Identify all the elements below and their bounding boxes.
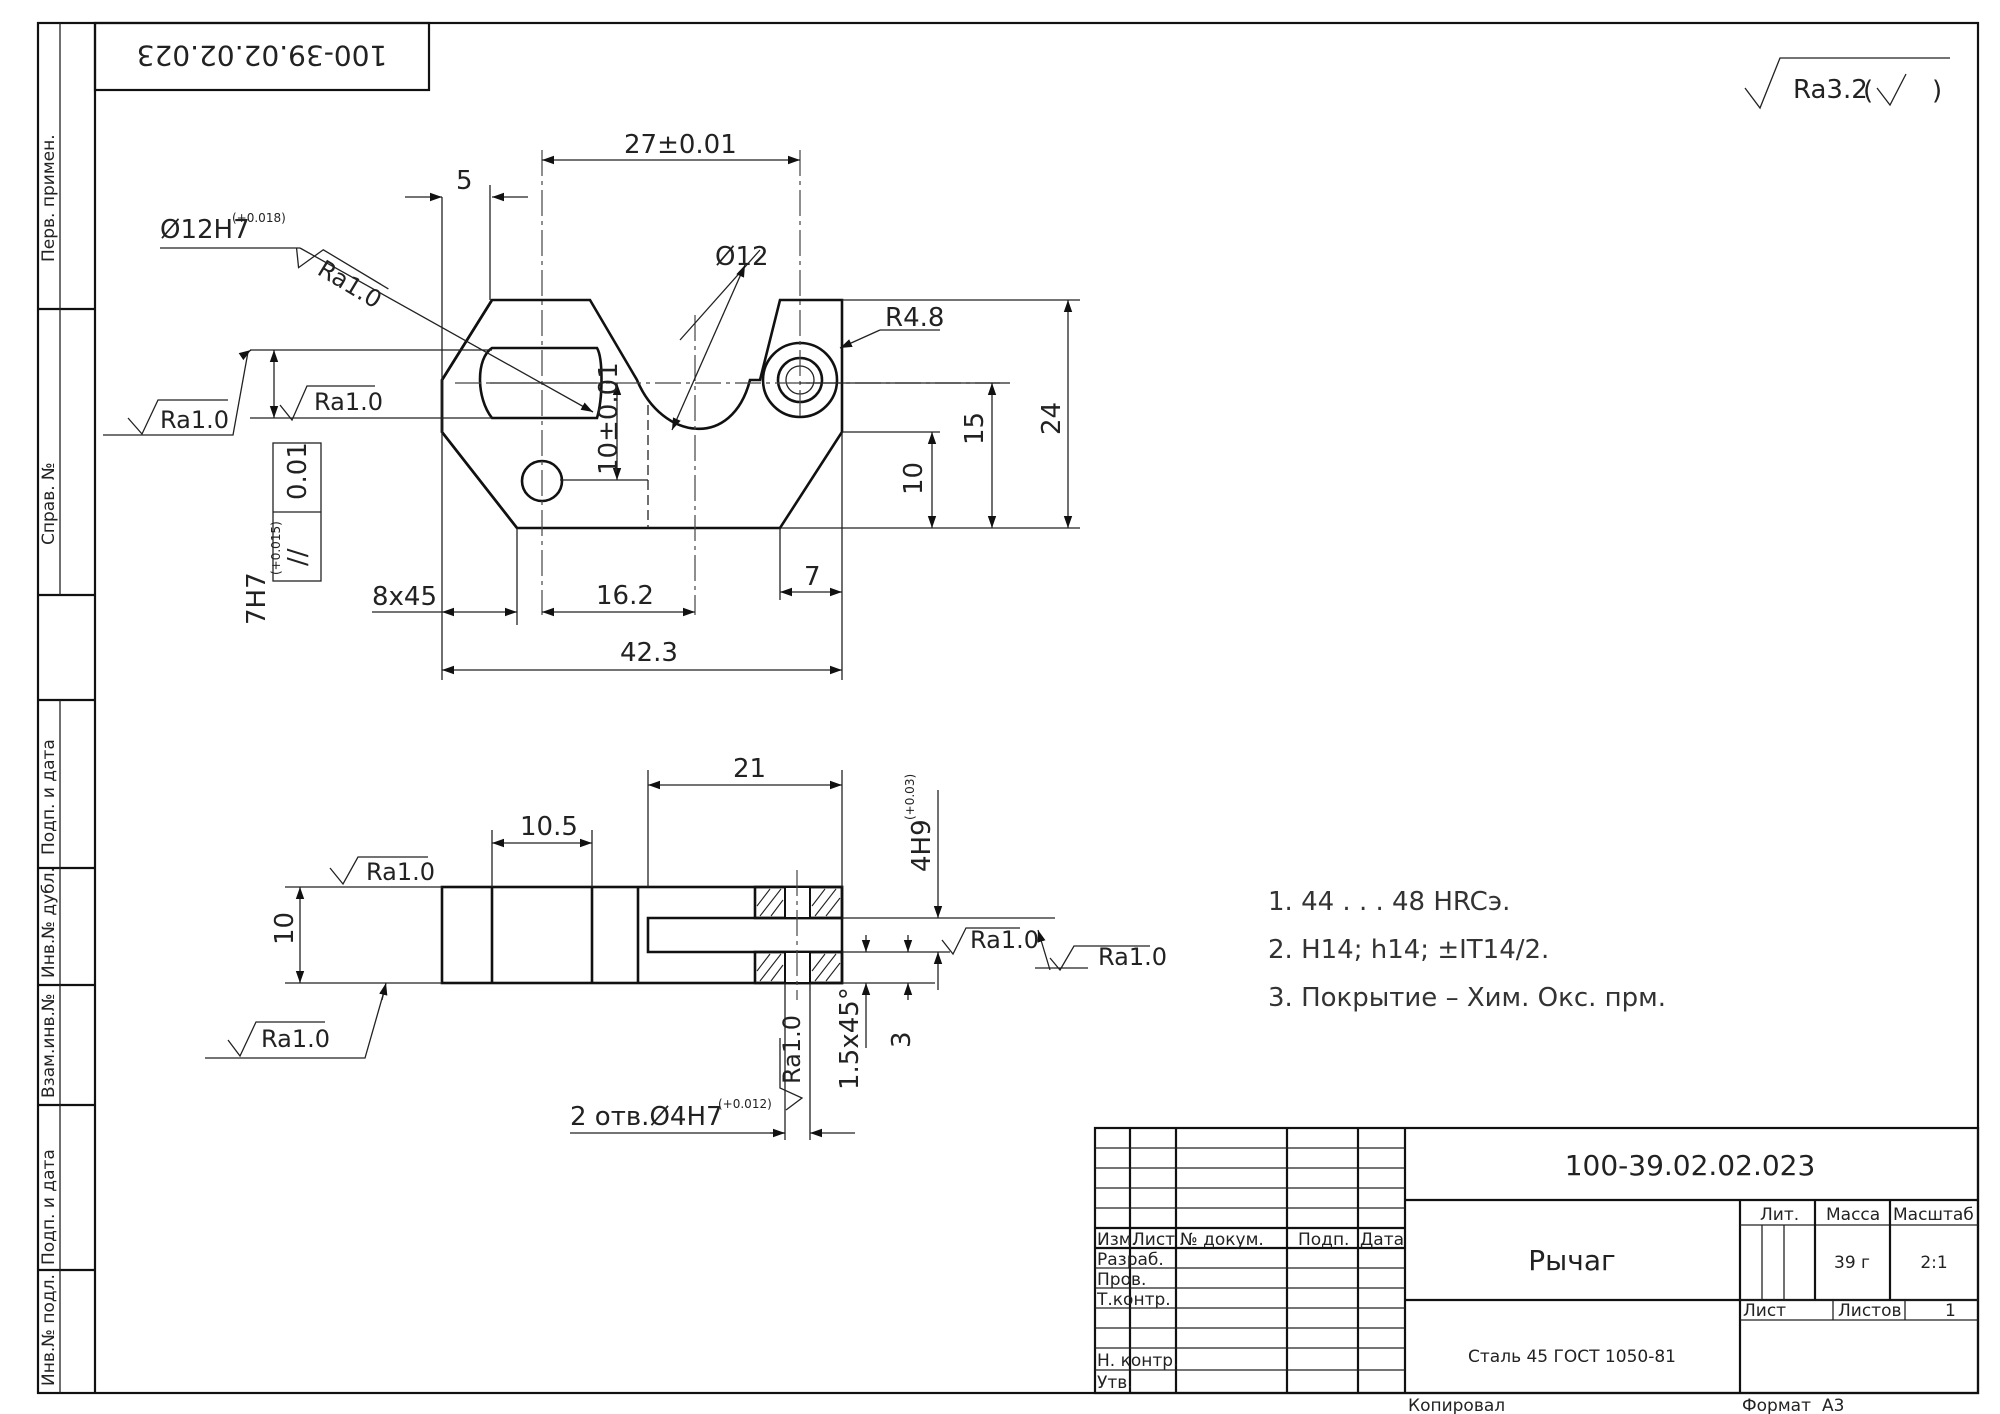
roughness-label: Ra1.0 xyxy=(366,858,435,886)
parallel-symbol: // xyxy=(283,548,313,566)
roughness-label: Ra1.0 xyxy=(314,388,383,416)
dim-chamfer: 8x45 xyxy=(372,582,437,612)
label-massa: Масса xyxy=(1826,1205,1880,1225)
dim-5: 5 xyxy=(456,166,473,196)
row-razrab: Разраб. xyxy=(1097,1250,1164,1270)
roughness-label: Ra1.0 xyxy=(970,926,1039,954)
title-part-name: Рычаг xyxy=(1528,1244,1615,1277)
label-lit: Лит. xyxy=(1760,1205,1799,1225)
note-3: 3. Покрытие – Хим. Окс. прм. xyxy=(1268,983,1666,1013)
note-2: 2. H14; h14; ±IT14/2. xyxy=(1268,935,1549,965)
col-doc: № докум. xyxy=(1180,1230,1264,1250)
dim-7: 7 xyxy=(804,562,821,592)
title-material: Сталь 45 ГОСТ 1050-81 xyxy=(1468,1347,1676,1367)
roughness-label: Ra1.0 xyxy=(313,255,387,315)
label-sheet: Лист xyxy=(1743,1301,1786,1321)
roughness-label: Ra1.0 xyxy=(261,1025,330,1053)
title-block: Изм. Лист № докум. Подп. Дата Разраб. Пр… xyxy=(1093,1126,1980,1414)
dim-3: 3 xyxy=(887,1031,917,1048)
row-nkontr: Н. контр. xyxy=(1097,1351,1178,1371)
svg-text:(+0.03): (+0.03) xyxy=(903,774,917,820)
value-massa: 39 г xyxy=(1834,1253,1870,1273)
row-tkontr: Т.контр. xyxy=(1096,1290,1171,1310)
note-1: 1. 44 . . . 48 HRCэ. xyxy=(1268,887,1510,917)
dim-10-tol: 10±0.01 xyxy=(594,362,624,475)
side-stamp-label: Подп. и дата xyxy=(39,739,59,855)
general-roughness-symbol: Ra3.2 ( ) xyxy=(1744,57,1950,110)
row-prov: Пров. xyxy=(1097,1270,1146,1290)
dim-15: 15 xyxy=(960,412,990,445)
dim-24: 24 xyxy=(1037,402,1067,435)
parallel-value: 0.01 xyxy=(283,442,313,500)
col-list: Лист xyxy=(1132,1230,1175,1250)
value-sheets: 1 xyxy=(1945,1301,1956,1321)
col-sign: Подп. xyxy=(1298,1230,1349,1250)
side-view xyxy=(285,770,1055,1140)
label-copied: Копировал xyxy=(1408,1396,1505,1414)
dim-27: 27±0.01 xyxy=(624,130,737,160)
col-izm: Изм. xyxy=(1097,1230,1137,1250)
dim-holes: 2 отв.Ø4H7 xyxy=(570,1102,723,1132)
dim-side-10: 10 xyxy=(270,912,300,945)
dim-chamfer-small: 1.5x45° xyxy=(835,987,865,1090)
svg-text:): ) xyxy=(1932,76,1942,106)
drawing-number-mirrored: 100-39.02.02.023 xyxy=(137,39,388,72)
dim-10: 10 xyxy=(899,462,929,495)
roughness-label: Ra1.0 xyxy=(1098,943,1167,971)
value-masshtab: 2:1 xyxy=(1920,1253,1947,1273)
row-utv: Утв. xyxy=(1097,1373,1133,1393)
value-format: A3 xyxy=(1822,1396,1844,1414)
side-stamp-label: Взам.инв.№ xyxy=(39,993,59,1098)
svg-text:Ra3.2: Ra3.2 xyxy=(1793,75,1868,105)
side-stamp-label: Инв.№ подл. xyxy=(39,1274,59,1386)
side-stamp-label: Справ. № xyxy=(39,462,59,545)
roughness-label: Ra1.0 xyxy=(160,406,229,434)
side-stamp: Перв. примен. Справ. № Подп. и дата Инв.… xyxy=(38,23,95,1393)
roughness-label: Ra1.0 xyxy=(778,1015,806,1084)
top-view-dimensions: 27±0.01 5 Ø12H7 (+0.018) Ra1.0 Ø12 R4.8 … xyxy=(103,130,1073,675)
title-number: 100-39.02.02.023 xyxy=(1565,1149,1816,1182)
side-view-dimensions: 21 10.5 10 4H9 (+0.03) 3 1.5x45° 2 отв.Ø… xyxy=(205,754,1167,1138)
side-stamp-label: Подп. и дата xyxy=(39,1149,59,1265)
dim-42-3: 42.3 xyxy=(620,638,678,668)
label-format: Формат xyxy=(1742,1396,1811,1414)
label-sheets: Листов xyxy=(1838,1301,1902,1321)
dim-21: 21 xyxy=(733,754,766,784)
drawing-frame xyxy=(36,21,1980,1395)
dim-16-2: 16.2 xyxy=(596,581,654,611)
dim-slot: 4H9 xyxy=(907,819,937,872)
dim-d12: Ø12 xyxy=(715,242,769,272)
dim-bore-main: Ø12H7 xyxy=(160,215,250,245)
svg-text:(: ( xyxy=(1863,76,1873,106)
col-date: Дата xyxy=(1360,1230,1404,1250)
dim-10-5: 10.5 xyxy=(520,812,578,842)
svg-text:(+0.012): (+0.012) xyxy=(718,1097,772,1111)
svg-text:(+0.018): (+0.018) xyxy=(232,211,286,225)
dim-r48: R4.8 xyxy=(885,303,944,333)
label-masshtab: Масштаб xyxy=(1893,1205,1974,1225)
side-stamp-label: Инв.№ дубл. xyxy=(39,867,59,978)
dim-7h7: 7H7 xyxy=(242,572,272,625)
svg-text:(+0.015): (+0.015) xyxy=(269,521,283,575)
technical-notes: 1. 44 . . . 48 HRCэ. 2. H14; h14; ±IT14/… xyxy=(1268,887,1666,1013)
side-stamp-label: Перв. примен. xyxy=(39,134,59,262)
